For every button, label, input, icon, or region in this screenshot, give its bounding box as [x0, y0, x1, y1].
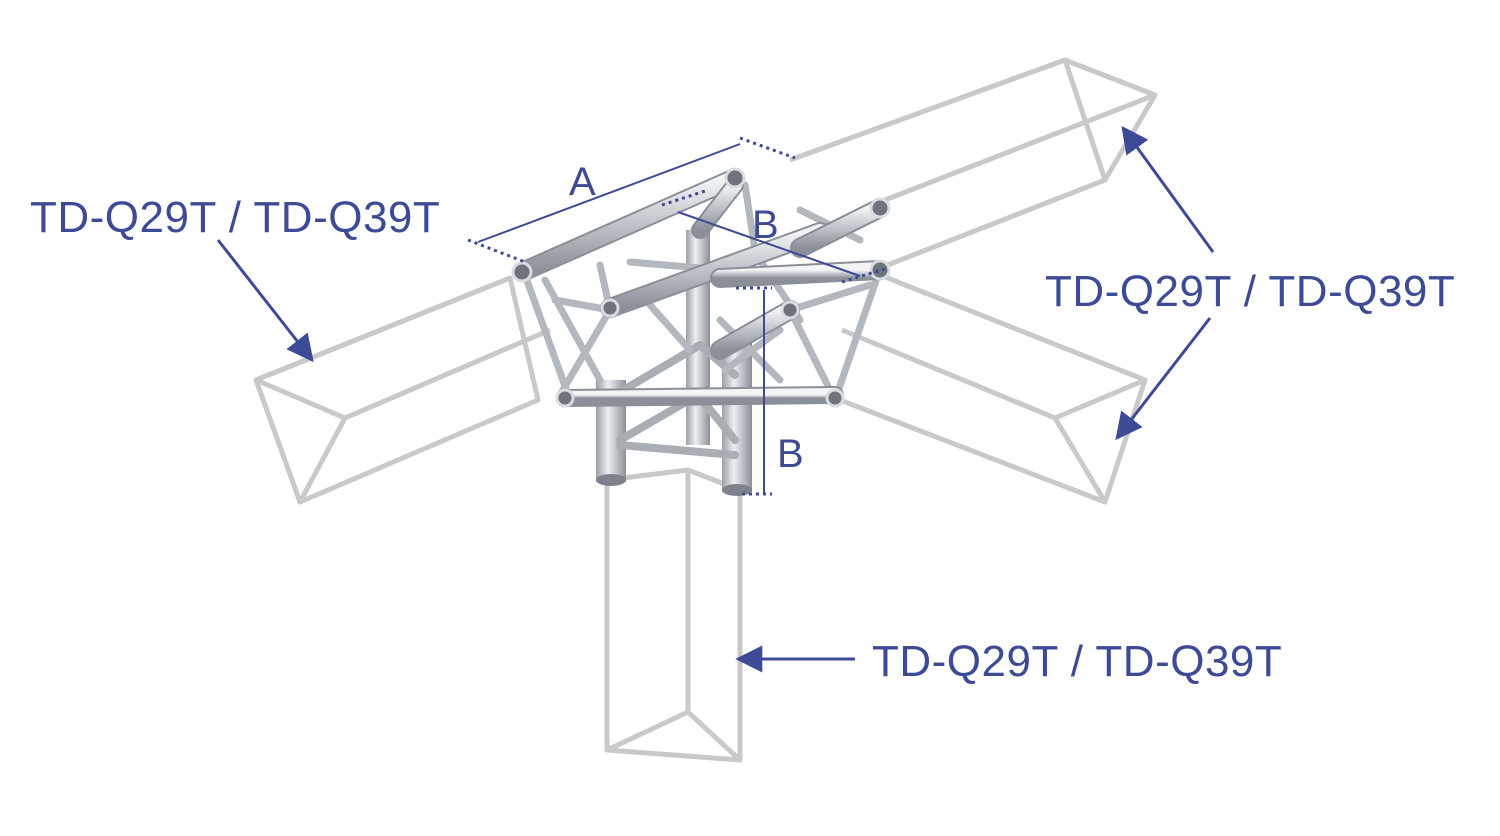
dimension-a-label: A: [569, 160, 596, 204]
ghost-truss-lower-right: [839, 272, 1148, 505]
ghost-truss-left: [253, 275, 551, 505]
label-left-part-number: TD-Q29T / TD-Q39T: [30, 193, 441, 242]
leader-left-arrow: [216, 239, 314, 363]
dimension-lines: [467, 136, 889, 496]
ghost-truss-vertical: [604, 467, 743, 763]
truss-t-junction-icon: [511, 167, 891, 496]
label-bottom-part-number: TD-Q29T / TD-Q39T: [872, 637, 1283, 686]
leader-right-up-arrow: [1121, 125, 1215, 253]
dimension-b-side-label: B: [777, 432, 804, 476]
label-right-part-number: TD-Q29T / TD-Q39T: [1045, 267, 1456, 316]
leader-right-down-arrow: [1115, 317, 1212, 441]
ghost-truss-upper-right: [789, 57, 1158, 271]
dimension-b-top-label: B: [752, 203, 779, 247]
leader-arrows: [216, 125, 1215, 673]
